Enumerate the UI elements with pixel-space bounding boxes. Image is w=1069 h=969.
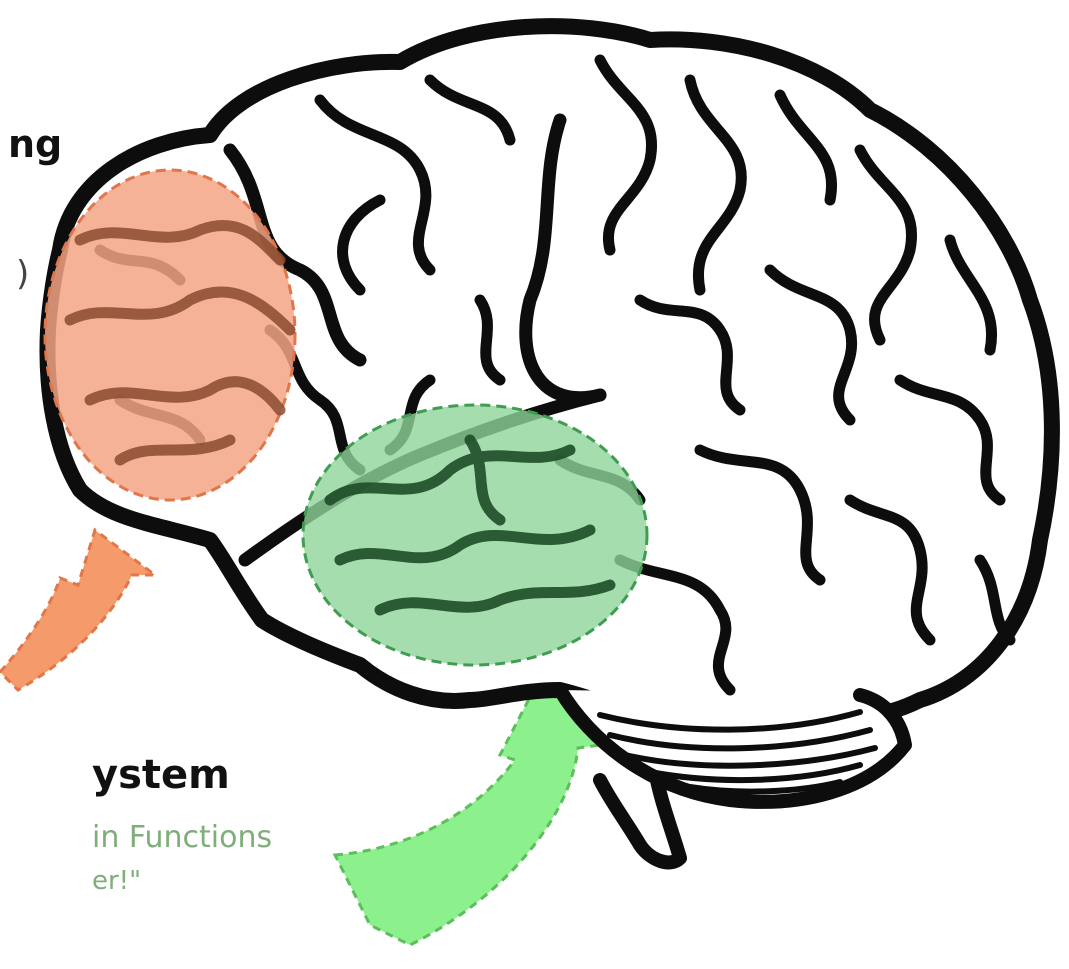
bottom-subtitle-line2: er!" — [92, 866, 141, 896]
top-heading-fragment: ng — [8, 122, 62, 166]
prefrontal-region-icon — [45, 170, 295, 500]
top-paren-fragment: ) — [16, 254, 29, 294]
limbic-arrow-icon — [335, 668, 600, 945]
limbic-region-icon — [303, 405, 647, 665]
bottom-heading-fragment: ystem — [92, 752, 230, 798]
bottom-subtitle-line1: in Functions — [92, 820, 272, 855]
prefrontal-arrow-icon — [0, 530, 155, 690]
